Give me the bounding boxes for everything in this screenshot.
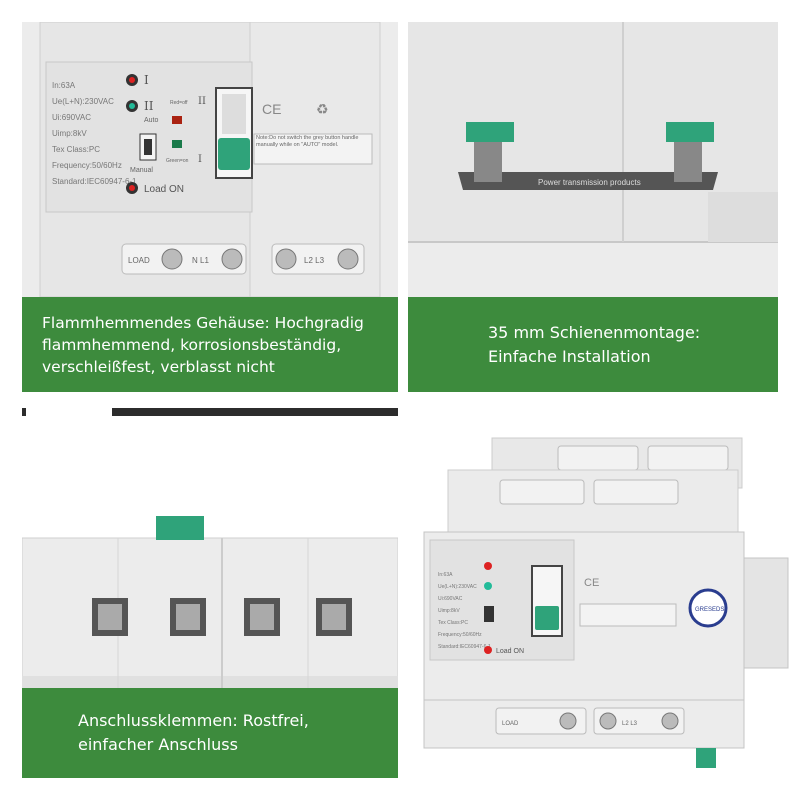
ce-mark: CE xyxy=(584,577,599,589)
auto-label: Auto xyxy=(144,117,159,124)
red-off-label: Red=off xyxy=(170,100,188,106)
panel-fire-retardant: In:63A Ue(L+N):230VAC Ui:690VAC Uimp:8kV… xyxy=(22,22,398,392)
brand-badge-text: GRESEDS xyxy=(695,607,724,613)
recycle-icon: ♻ xyxy=(316,101,329,117)
rail-clip-left xyxy=(466,122,514,142)
panel-terminals: Anschlussklemmen: Rostfrei, einfacher An… xyxy=(22,408,398,778)
note-text: Note:Do not switch the grey button handl… xyxy=(256,135,359,148)
spec-line: Ue(L+N):230VAC xyxy=(52,97,114,106)
switch-bottom-label: I xyxy=(198,154,202,165)
switch-handle xyxy=(535,606,559,630)
brand-badge xyxy=(688,588,728,628)
spec-line: Ui:690VAC xyxy=(52,113,91,122)
spec-line: Frequency:50/60Hz xyxy=(438,632,482,638)
terminal-load-label: LOAD xyxy=(128,256,150,265)
caption-bar: Flammhemmendes Gehäuse: Hochgradig flamm… xyxy=(22,297,398,392)
green-on-label: Green=on xyxy=(166,158,189,164)
spec-line: Ui:690VAC xyxy=(438,596,463,602)
spec-line: Uimp:8kV xyxy=(438,608,460,614)
caption-bar: 35 mm Schienenmontage: Einfache Installa… xyxy=(408,297,778,392)
spec-line: Frequency:50/60Hz xyxy=(52,161,122,170)
spec-line: Tex Class:PC xyxy=(52,145,100,154)
terminal-slot xyxy=(170,598,206,636)
din-rail-illustration: Power transmission products xyxy=(408,22,778,297)
terminals-photo xyxy=(22,416,398,688)
panel-din-rail: Power transmission products 35 mm Schien… xyxy=(408,22,778,392)
ce-mark: CE xyxy=(262,101,281,117)
switch-top-label: II xyxy=(198,96,206,107)
spec-line: Uimp:8kV xyxy=(52,129,87,138)
load-on-label: Load ON xyxy=(496,648,524,655)
terminal-load-label: LOAD xyxy=(502,721,519,727)
terminals-illustration xyxy=(22,416,398,688)
terminal-slot xyxy=(244,598,280,636)
din-rail-photo: Power transmission products xyxy=(408,22,778,297)
rail-text: Power transmission products xyxy=(538,178,641,187)
device-closeup-photo: In:63A Ue(L+N):230VAC Ui:690VAC Uimp:8kV… xyxy=(22,22,398,297)
caption-bar: Anschlussklemmen: Rostfrei, einfacher An… xyxy=(22,688,398,778)
spec-line: Standard:IEC60947-6-1 xyxy=(438,644,491,650)
device-overview: In:63A Ue(L+N):230VAC Ui:690VAC Uimp:8kV… xyxy=(408,408,800,800)
device-front-illustration: In:63A Ue(L+N):230VAC Ui:690VAC Uimp:8kV… xyxy=(22,22,398,297)
switch-handle xyxy=(218,138,250,170)
indicator-2-label: II xyxy=(144,99,154,113)
terminal-slot xyxy=(92,598,128,636)
manual-label: Manual xyxy=(130,167,153,174)
caption-terminals: Anschlussklemmen: Rostfrei, einfacher An… xyxy=(78,711,309,754)
spec-line: In:63A xyxy=(52,81,76,90)
caption-din-rail: 35 mm Schienenmontage: Einfache Installa… xyxy=(488,322,701,366)
spec-line: Tex Class:PC xyxy=(438,620,468,626)
indicator-1-label: I xyxy=(144,73,149,87)
spec-line: In:63A xyxy=(438,572,453,578)
terminal-l2l3-label: L2 L3 xyxy=(304,256,325,265)
device-overview-illustration: In:63A Ue(L+N):230VAC Ui:690VAC Uimp:8kV… xyxy=(408,408,800,800)
terminal-slot xyxy=(316,598,352,636)
terminal-l2l3-label: L2 L3 xyxy=(622,721,638,727)
terminal-nl1-label: N L1 xyxy=(192,256,209,265)
clip-top xyxy=(156,516,204,540)
load-on-label: Load ON xyxy=(144,184,184,195)
spec-line: Standard:IEC60947-6-1 xyxy=(52,177,137,186)
spec-line: Ue(L+N):230VAC xyxy=(438,584,477,590)
caption-fire-retardant: Flammhemmendes Gehäuse: Hochgradig flamm… xyxy=(42,313,364,376)
rail-clip-right xyxy=(666,122,714,142)
